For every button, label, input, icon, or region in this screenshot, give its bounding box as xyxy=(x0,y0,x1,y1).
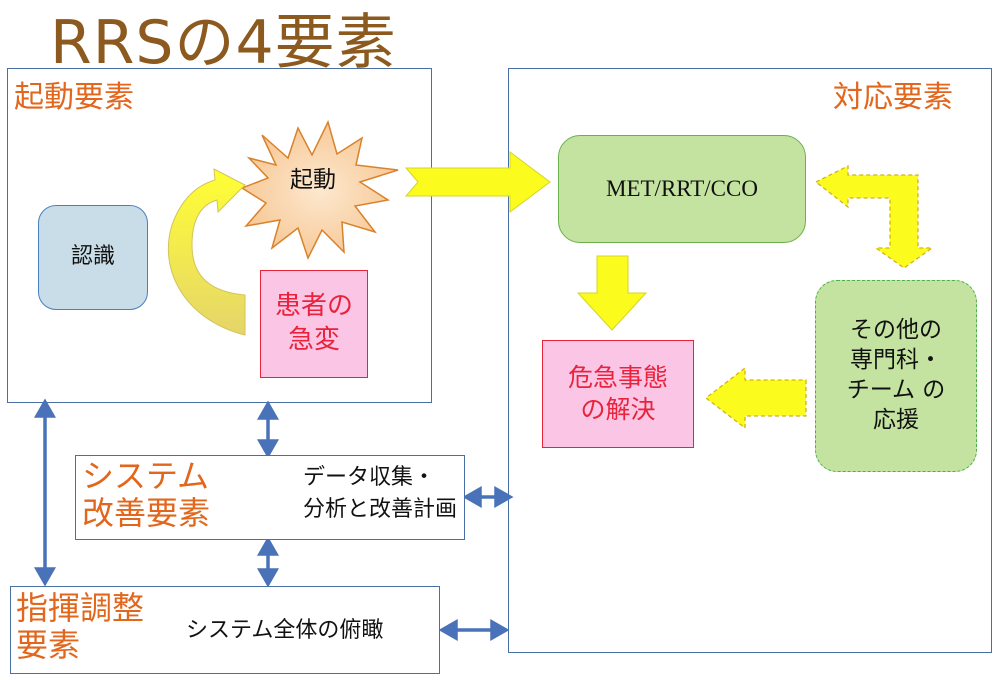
met-support-bent-arrow xyxy=(814,164,935,269)
response-panel-heading: 対応要素 xyxy=(833,80,953,115)
support-line4: 応援 xyxy=(873,406,919,433)
met-to-resolution-arrow xyxy=(576,255,648,331)
improvement-desc-line1: データ収集・ xyxy=(302,465,435,490)
met-box: MET/RRT/CCO xyxy=(558,135,806,243)
recognition-label: 認識 xyxy=(70,244,115,270)
support-to-resolution-arrow xyxy=(704,366,807,430)
activation-to-met-arrow xyxy=(404,151,551,213)
resolution-box: 危急事態 の解決 xyxy=(542,340,694,448)
support-line1: その他の xyxy=(850,317,942,344)
command-heading: 指揮調整 要素 xyxy=(16,590,144,664)
patient-change-line2: 急変 xyxy=(287,325,340,355)
improvement-desc-line2: 分析と改善計画 xyxy=(302,496,457,522)
improvement-desc: データ収集・ 分析と改善計画 xyxy=(262,462,457,526)
patient-change-line1: 患者の xyxy=(274,291,353,322)
command-heading-line2: 要素 xyxy=(16,625,81,664)
support-line2: 専門科・ xyxy=(850,347,942,374)
page-title: RRSの4要素 xyxy=(50,8,397,78)
activation-label: 起動 xyxy=(290,167,336,193)
command-desc: システム全体の俯瞰 xyxy=(186,618,384,643)
support-box: その他の 専門科・ チーム の 応援 xyxy=(815,280,977,472)
resolution-line1: 危急事態 xyxy=(567,362,668,392)
curved-arrow xyxy=(167,168,246,336)
command-heading-line1: 指揮調整 xyxy=(16,589,145,627)
improvement-heading: システム 改善要素 xyxy=(82,458,210,532)
improvement-panel xyxy=(75,455,465,540)
blue-arrows xyxy=(33,398,514,642)
improvement-heading-line1: システム xyxy=(82,457,210,495)
starburst-shape xyxy=(240,119,399,260)
patient-change-box: 患者の 急変 xyxy=(260,270,368,378)
met-label: MET/RRT/CCO xyxy=(606,176,758,202)
trigger-panel-heading: 起動要素 xyxy=(14,80,134,115)
improvement-heading-line2: 改善要素 xyxy=(82,493,211,532)
resolution-line2: の解決 xyxy=(580,395,656,424)
command-panel xyxy=(10,586,440,674)
support-line3: チーム の xyxy=(846,377,946,403)
recognition-box: 認識 xyxy=(38,205,148,310)
